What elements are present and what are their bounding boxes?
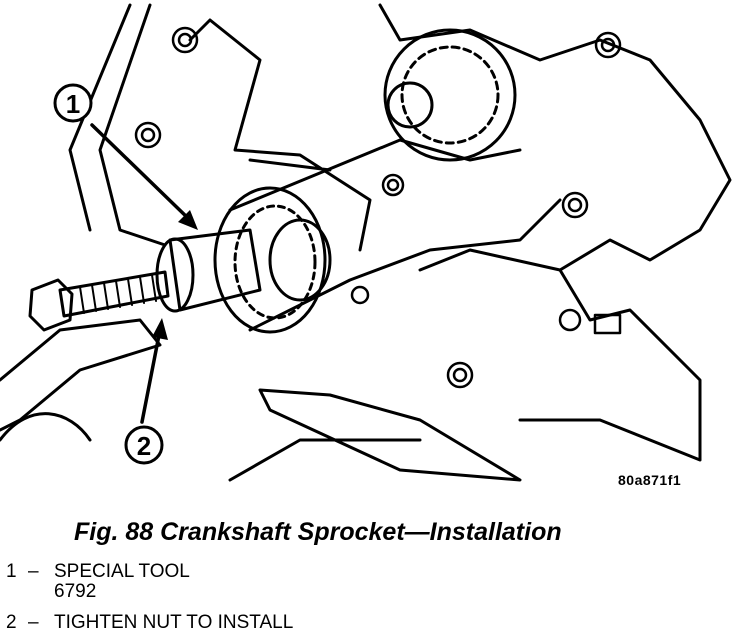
crankshaft-sprocket: [213, 186, 327, 334]
figure-code: 80a871f1: [618, 472, 682, 488]
legend-number: 2: [6, 612, 17, 633]
wrench-jaw: [0, 412, 92, 442]
screw-threads: [79, 274, 157, 314]
hex-nut-head: [28, 278, 74, 332]
bolts: [134, 26, 622, 389]
lower-edge-line: [228, 438, 422, 482]
legend-number: 1: [6, 561, 17, 582]
callout-1-number: 1: [66, 89, 80, 119]
water-pump-sprocket-inner: [400, 45, 500, 145]
engine-block-outline: [68, 3, 167, 247]
timing-belt: [228, 138, 562, 332]
callout-2-number: 2: [137, 431, 151, 461]
lower-housing: [418, 248, 702, 462]
wrench: [0, 318, 162, 432]
legend-item-2: 2 – TIGHTEN NUT TO INSTALL: [6, 613, 293, 633]
legend-description: SPECIAL TOOL 6792: [54, 561, 190, 602]
leader-line-1: [90, 123, 194, 224]
water-pump-hub: [386, 81, 434, 129]
special-tool-6792: [168, 228, 262, 312]
water-pump-sprocket: [383, 28, 517, 162]
legend-dash: –: [28, 561, 39, 582]
leader-line-2: [140, 328, 162, 424]
figure-caption: Fig. 88 Crankshaft Sprocket—Installation: [74, 518, 562, 546]
sprocket-teeth: [233, 204, 317, 320]
arrowhead-1: [178, 210, 198, 230]
callout-legend: 1 – SPECIAL TOOL 6792 2 – TIGHTEN NUT TO…: [6, 562, 293, 633]
sensor-block: [593, 313, 622, 335]
timing-cover-outline: [188, 18, 372, 252]
arrowhead-2: [152, 318, 168, 340]
water-pump-housing: [378, 3, 732, 272]
engine-diagram: 1 2: [0, 3, 732, 482]
callout-1: 1: [53, 83, 93, 123]
legend-item-1: 1 – SPECIAL TOOL 6792: [6, 562, 293, 602]
legend-description: TIGHTEN NUT TO INSTALL: [54, 612, 294, 633]
legend-dash: –: [28, 612, 39, 633]
callout-2: 2: [124, 425, 164, 465]
oil-pan-line: [258, 388, 522, 482]
sprocket-hub: [268, 218, 332, 302]
special-tool-face: [155, 237, 195, 313]
threaded-screw: [58, 270, 170, 318]
